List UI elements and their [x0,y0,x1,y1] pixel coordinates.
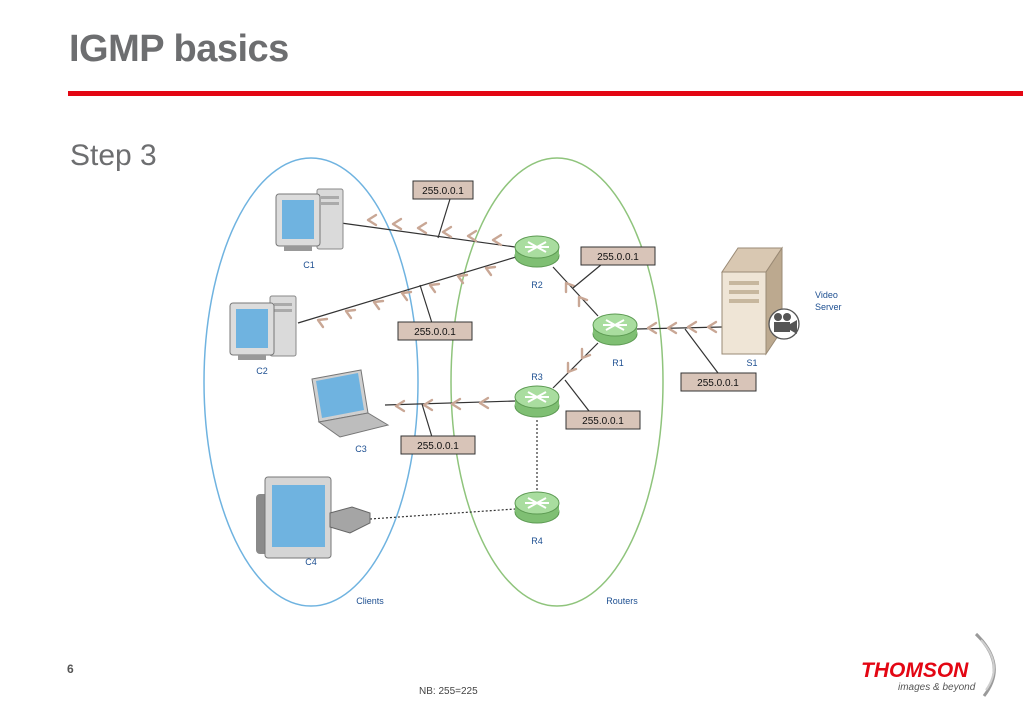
node-label-r3: R3 [531,372,543,382]
client-c1-desktop-icon [275,188,344,251]
address-tag: 255.0.0.1 [580,246,656,266]
server-label-line1: Video [815,290,838,300]
router-r2-icon [514,235,560,268]
address-tag: 255.0.0.1 [397,321,473,341]
node-label-c1: C1 [303,260,315,270]
client-c2-desktop-icon [229,295,297,360]
footnote: NB: 255=225 [419,686,478,697]
node-label-r4: R4 [531,536,543,546]
thomson-logo: THOMSON images & beyond [861,632,996,697]
group-label-clients: Clients [356,596,384,606]
address-tag: 255.0.0.1 [400,435,476,455]
address-tag-label: 255.0.0.1 [597,252,639,263]
tag-leaders [419,198,719,438]
logo-brand: THOMSON [861,659,969,682]
address-tag-label: 255.0.0.1 [414,327,456,338]
address-tag-label: 255.0.0.1 [697,378,739,389]
node-label-r1: R1 [612,358,624,368]
client-c4-tv-icon [256,476,371,559]
node-label-s1: S1 [746,358,757,368]
address-tag: 255.0.0.1 [412,180,474,200]
node-label-c2: C2 [256,366,268,376]
router-r1-icon [592,313,638,346]
node-label-r2: R2 [531,280,543,290]
address-tag: 255.0.0.1 [565,410,641,430]
multicast-flow-arrows [316,213,718,413]
address-tag-label: 255.0.0.1 [582,416,624,427]
title-rule [68,91,1023,96]
clients-group-ellipse [203,157,419,607]
node-label-c3: C3 [355,444,367,454]
group-label-routers: Routers [606,596,638,606]
logo-tagline: images & beyond [898,682,976,693]
page-number: 6 [67,662,74,676]
slide-title: IGMP basics [69,28,289,70]
step-label: Step 3 [70,139,157,172]
router-r4-icon [514,491,560,524]
address-tag-label: 255.0.0.1 [422,186,464,197]
router-r3-icon [514,385,560,418]
node-label-c4: C4 [305,557,317,567]
client-c3-laptop-icon [311,369,390,438]
address-tag: 255.0.0.1 [680,372,757,392]
routers-group-ellipse [450,157,664,607]
address-tag-label: 255.0.0.1 [417,441,459,452]
server-label-line2: Server [815,302,842,312]
video-server-s1-icon [721,246,800,356]
